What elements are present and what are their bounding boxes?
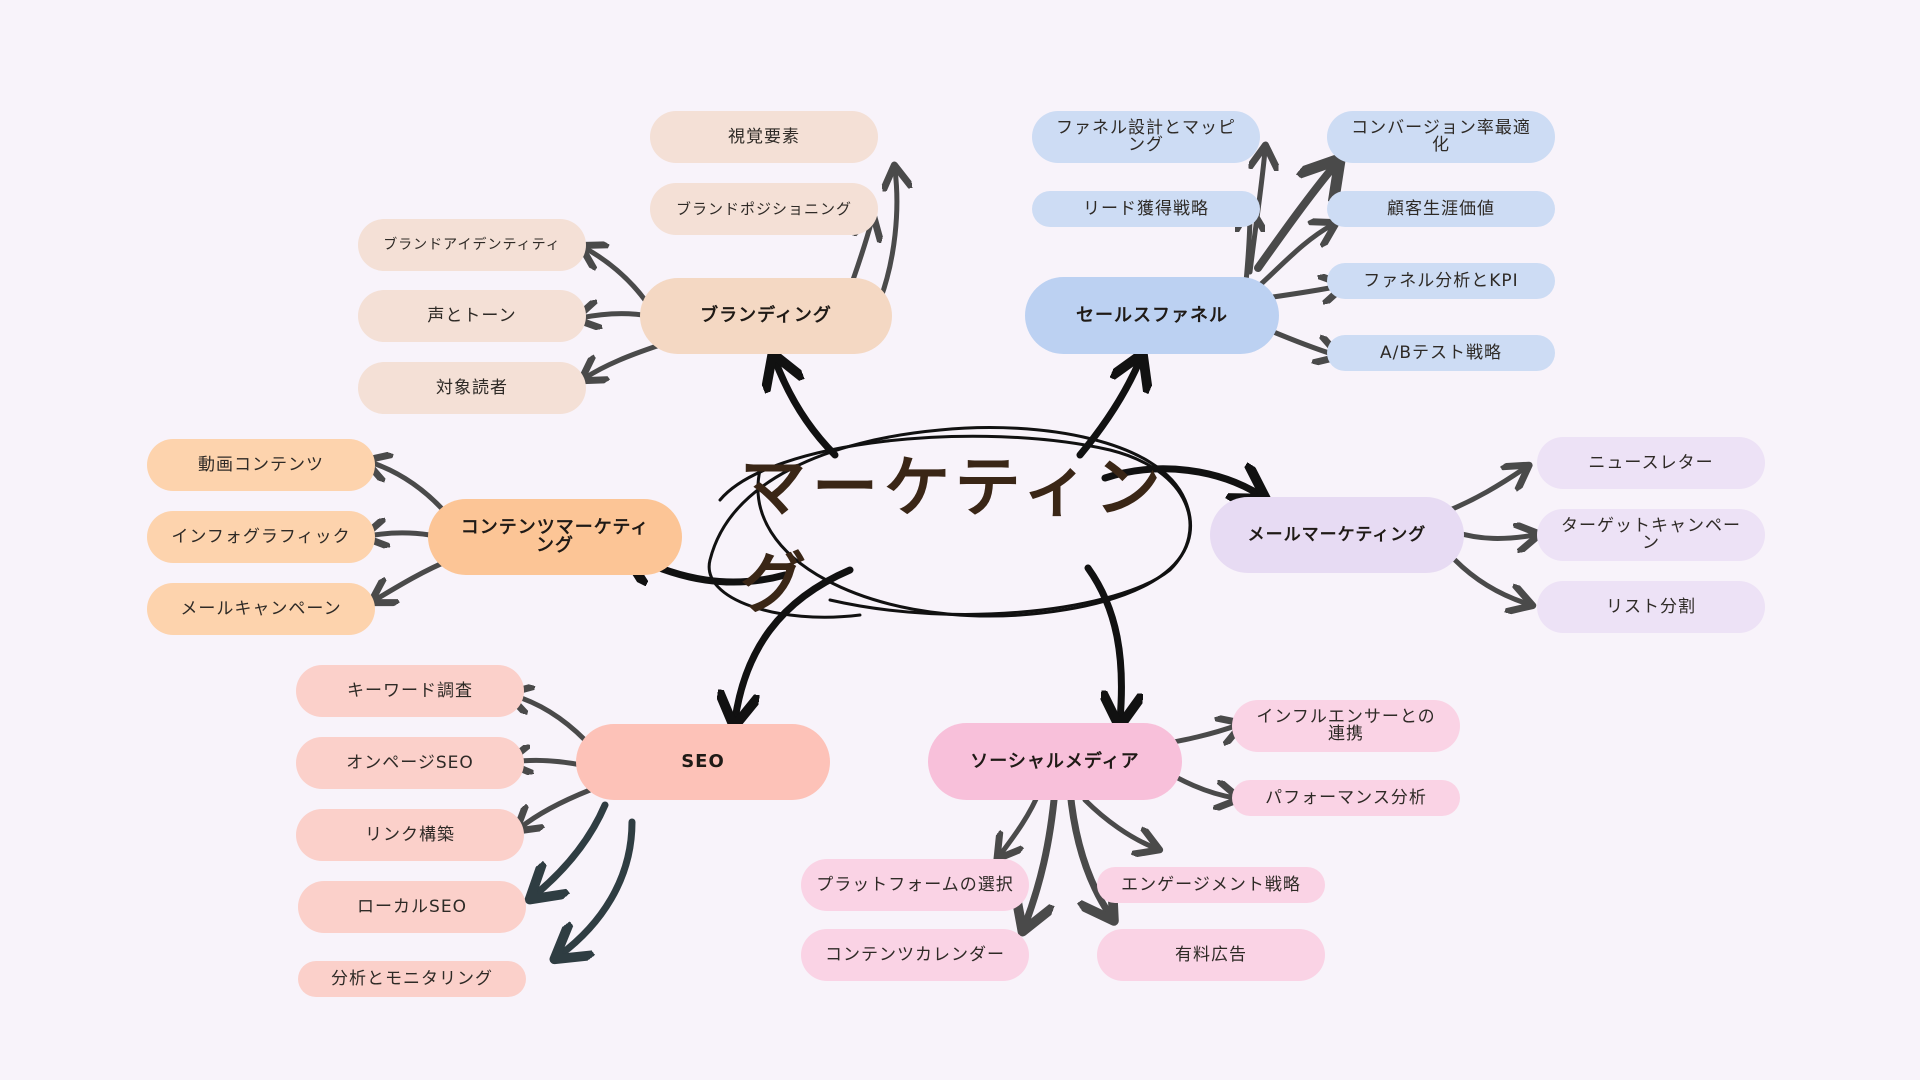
seo-item-analysis: 分析とモニタリング xyxy=(298,961,526,997)
arrow-branding-audience xyxy=(585,342,663,378)
arrow-sales-conversion xyxy=(1254,165,1335,272)
sales-item-ab-test: A/Bテスト戦略 xyxy=(1327,335,1555,371)
email-item-newsletter: ニュースレター xyxy=(1537,437,1765,489)
arrow-seo-local xyxy=(535,801,609,895)
arrow-branding-identity xyxy=(585,248,648,303)
sales-item-funnel-design: ファネル設計とマッピング xyxy=(1032,111,1260,163)
arrow-social-engagement xyxy=(1082,797,1155,848)
branding-item-positioning: ブランドポジショニング xyxy=(650,183,878,235)
arrow-email-newsletter xyxy=(1442,468,1525,515)
branch-branding: ブランディング xyxy=(640,278,892,354)
branding-item-identity: ブランドアイデンティティ xyxy=(358,219,586,271)
seo-item-link-building: リンク構築 xyxy=(296,809,524,861)
arrow-content-email xyxy=(375,557,453,600)
arrow-seo-analysis xyxy=(560,818,636,955)
social-item-calendar: コンテンツカレンダー xyxy=(801,929,1029,981)
content-item-email-campaign: メールキャンペーン xyxy=(147,583,375,635)
branch-content-marketing: コンテンツマーケティング xyxy=(428,499,682,575)
branch-sales-funnel: セールスファネル xyxy=(1025,277,1279,354)
arrow-content-infographic xyxy=(368,533,433,536)
email-item-list-segmentation: リスト分割 xyxy=(1537,581,1765,633)
content-item-video: 動画コンテンツ xyxy=(147,439,375,491)
content-item-infographic: インフォグラフィック xyxy=(147,511,375,563)
social-item-performance: パフォーマンス分析 xyxy=(1232,780,1460,816)
arrow-email-target xyxy=(1452,532,1535,538)
arrow-seo-link xyxy=(520,787,593,828)
branch-social-media: ソーシャルメディア xyxy=(928,723,1182,800)
seo-item-keyword: キーワード調査 xyxy=(296,665,524,717)
sales-item-ltv: 顧客生涯価値 xyxy=(1327,191,1555,227)
sales-item-kpi: ファネル分析とKPI xyxy=(1327,263,1555,299)
seo-item-onpage: オンページSEO xyxy=(296,737,524,789)
arrow-email-list xyxy=(1452,557,1528,604)
branch-email-marketing: メールマーケティング xyxy=(1210,497,1464,573)
email-item-target-campaign: ターゲットキャンペーン xyxy=(1537,509,1765,561)
arrow-social-calendar xyxy=(1025,786,1059,925)
social-item-paid-ads: 有料広告 xyxy=(1097,929,1325,981)
branding-item-visual: 視覚要素 xyxy=(650,111,878,163)
social-item-influencer: インフルエンサーとの連携 xyxy=(1232,700,1460,752)
center-title: マーケティング xyxy=(740,449,1167,622)
arrow-branding-visual xyxy=(877,170,897,303)
branding-item-audience: 対象読者 xyxy=(358,362,586,414)
arrow-seo-keyword xyxy=(512,695,588,743)
arrow-content-video xyxy=(370,462,448,515)
social-item-engagement: エンゲージメント戦略 xyxy=(1097,867,1325,903)
branding-item-voice: 声とトーン xyxy=(358,290,586,342)
branch-seo: SEO xyxy=(576,724,830,800)
sales-item-lead-gen: リード獲得戦略 xyxy=(1032,191,1260,227)
seo-item-local: ローカルSEO xyxy=(298,881,526,933)
arrow-sales-ltv xyxy=(1257,225,1332,288)
social-item-platform: プラットフォームの選択 xyxy=(801,859,1029,911)
sales-item-conversion: コンバージョン率最適化 xyxy=(1327,111,1555,163)
